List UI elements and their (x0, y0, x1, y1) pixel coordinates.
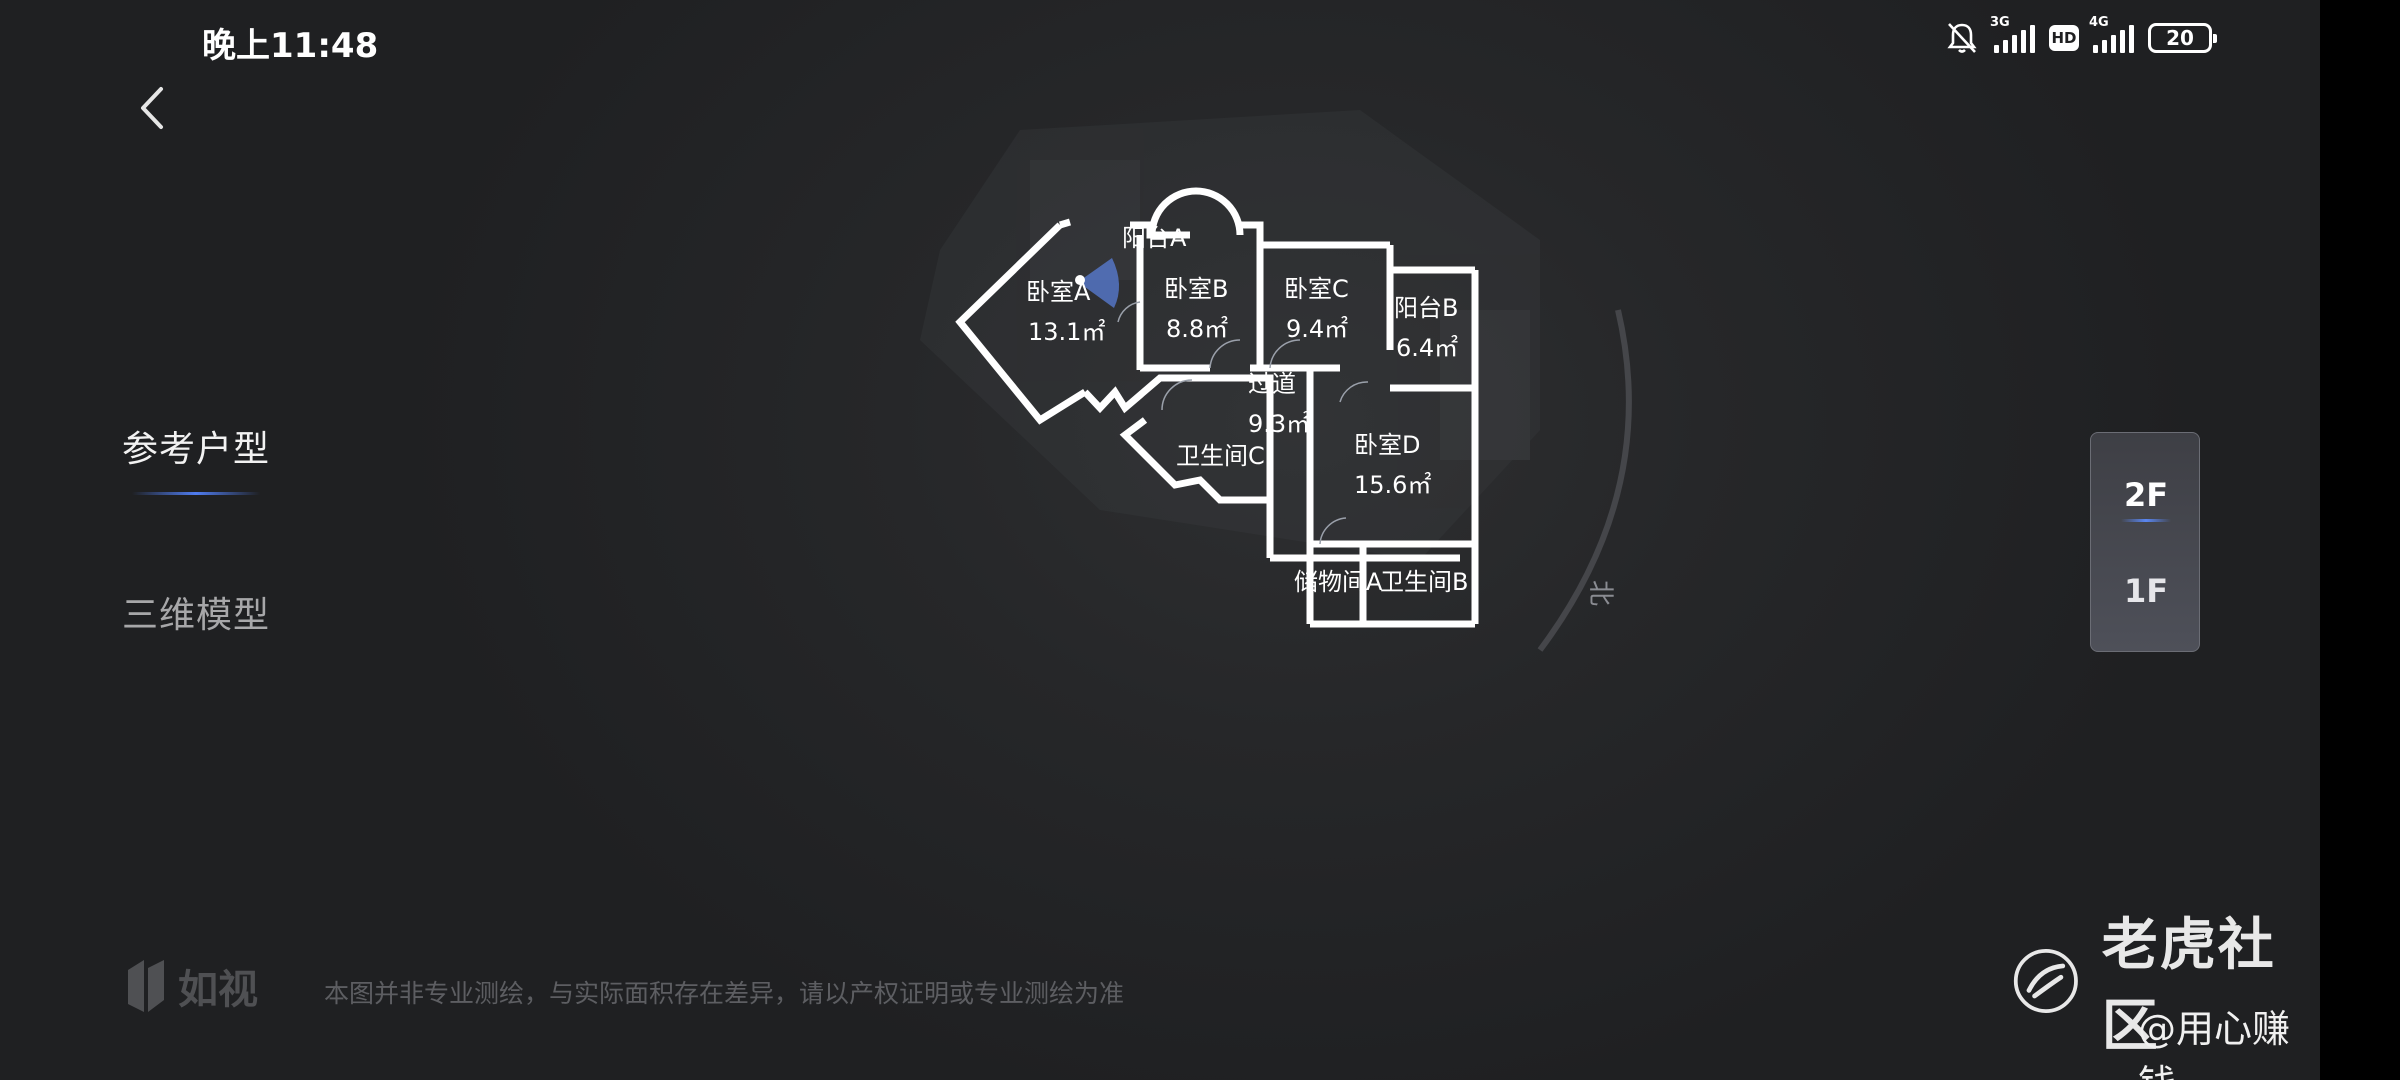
camera-position-icon[interactable] (1075, 258, 1120, 308)
signal-4g-icon: 4G (2089, 15, 2134, 53)
room-labels: 卧室A 13.1㎡ 卧室B 8.8㎡ 卧室C 9.4㎡ 阳台B 6.4㎡ 阳台A… (1026, 224, 1468, 596)
room-name: 卫生间B (1380, 568, 1468, 596)
status-icons: 3G HD 4G 20 (1944, 15, 2217, 58)
room-name: 卧室B (1164, 275, 1228, 303)
room-area: 9.3㎡ (1248, 410, 1310, 438)
logo-mark-icon (128, 960, 164, 1012)
active-tab-indicator (132, 492, 260, 495)
room-name: 过道 (1248, 370, 1296, 398)
battery-icon: 20 (2148, 23, 2217, 53)
app-screen: 晚上11:48 3G HD 4G 20 参考户型 三维模型 (0, 0, 2320, 1080)
room-area: 15.6㎡ (1354, 471, 1431, 499)
tiger-logo-icon (2013, 949, 2078, 1013)
signal-3g-icon: 3G (1990, 15, 2035, 53)
watermark: 老虎社区 (2012, 900, 2320, 1062)
bell-muted-icon (1947, 23, 1977, 53)
north-label: 北 (1585, 580, 1615, 606)
hd-badge: HD (2049, 25, 2079, 51)
network-1-label: 3G (1990, 15, 2010, 30)
back-button[interactable] (126, 80, 178, 136)
room-name: 卧室D (1354, 431, 1420, 459)
active-floor-indicator (2121, 519, 2171, 522)
floor-1f-button[interactable]: 1F (2123, 572, 2169, 610)
room-area: 6.4㎡ (1396, 334, 1458, 362)
brand-logo: 如视 (124, 956, 258, 1016)
navigation-bar (2320, 0, 2400, 1080)
floor-plan[interactable]: 北 (900, 90, 1680, 710)
tab-floor-plan[interactable]: 参考户型 (122, 429, 271, 470)
compass-arc (1537, 309, 1632, 652)
watermark-handle: @用心赚钱 (2138, 1007, 2291, 1080)
walls (955, 187, 1479, 628)
disclaimer-text: 本图并非专业测绘，与实际面积存在差异，请以产权证明或专业测绘为准 (324, 979, 1125, 1008)
room-area: 8.8㎡ (1166, 315, 1228, 343)
tab-3d-model[interactable]: 三维模型 (122, 595, 271, 636)
room-name: 阳台A (1122, 224, 1187, 252)
room-name: 卧室A (1026, 278, 1091, 306)
floor-switch: 2F 1F (2090, 432, 2200, 652)
logo-text: 如视 (178, 967, 258, 1013)
chevron-left-icon (141, 87, 163, 129)
door-swings (1117, 301, 1369, 545)
status-time: 晚上11:48 (202, 26, 379, 66)
floor-2f-button[interactable]: 2F (2123, 476, 2169, 514)
model-ghost (920, 110, 1540, 560)
room-name: 卫生间C (1176, 442, 1265, 470)
watermark-brand: 老虎社区 (2101, 913, 2276, 1059)
room-name: 阳台B (1394, 294, 1458, 322)
network-2-label: 4G (2089, 15, 2109, 30)
room-name: 卧室C (1284, 275, 1349, 303)
room-area: 13.1㎡ (1028, 318, 1105, 346)
room-area: 9.4㎡ (1286, 315, 1348, 343)
room-name: 储物间A (1294, 568, 1383, 596)
